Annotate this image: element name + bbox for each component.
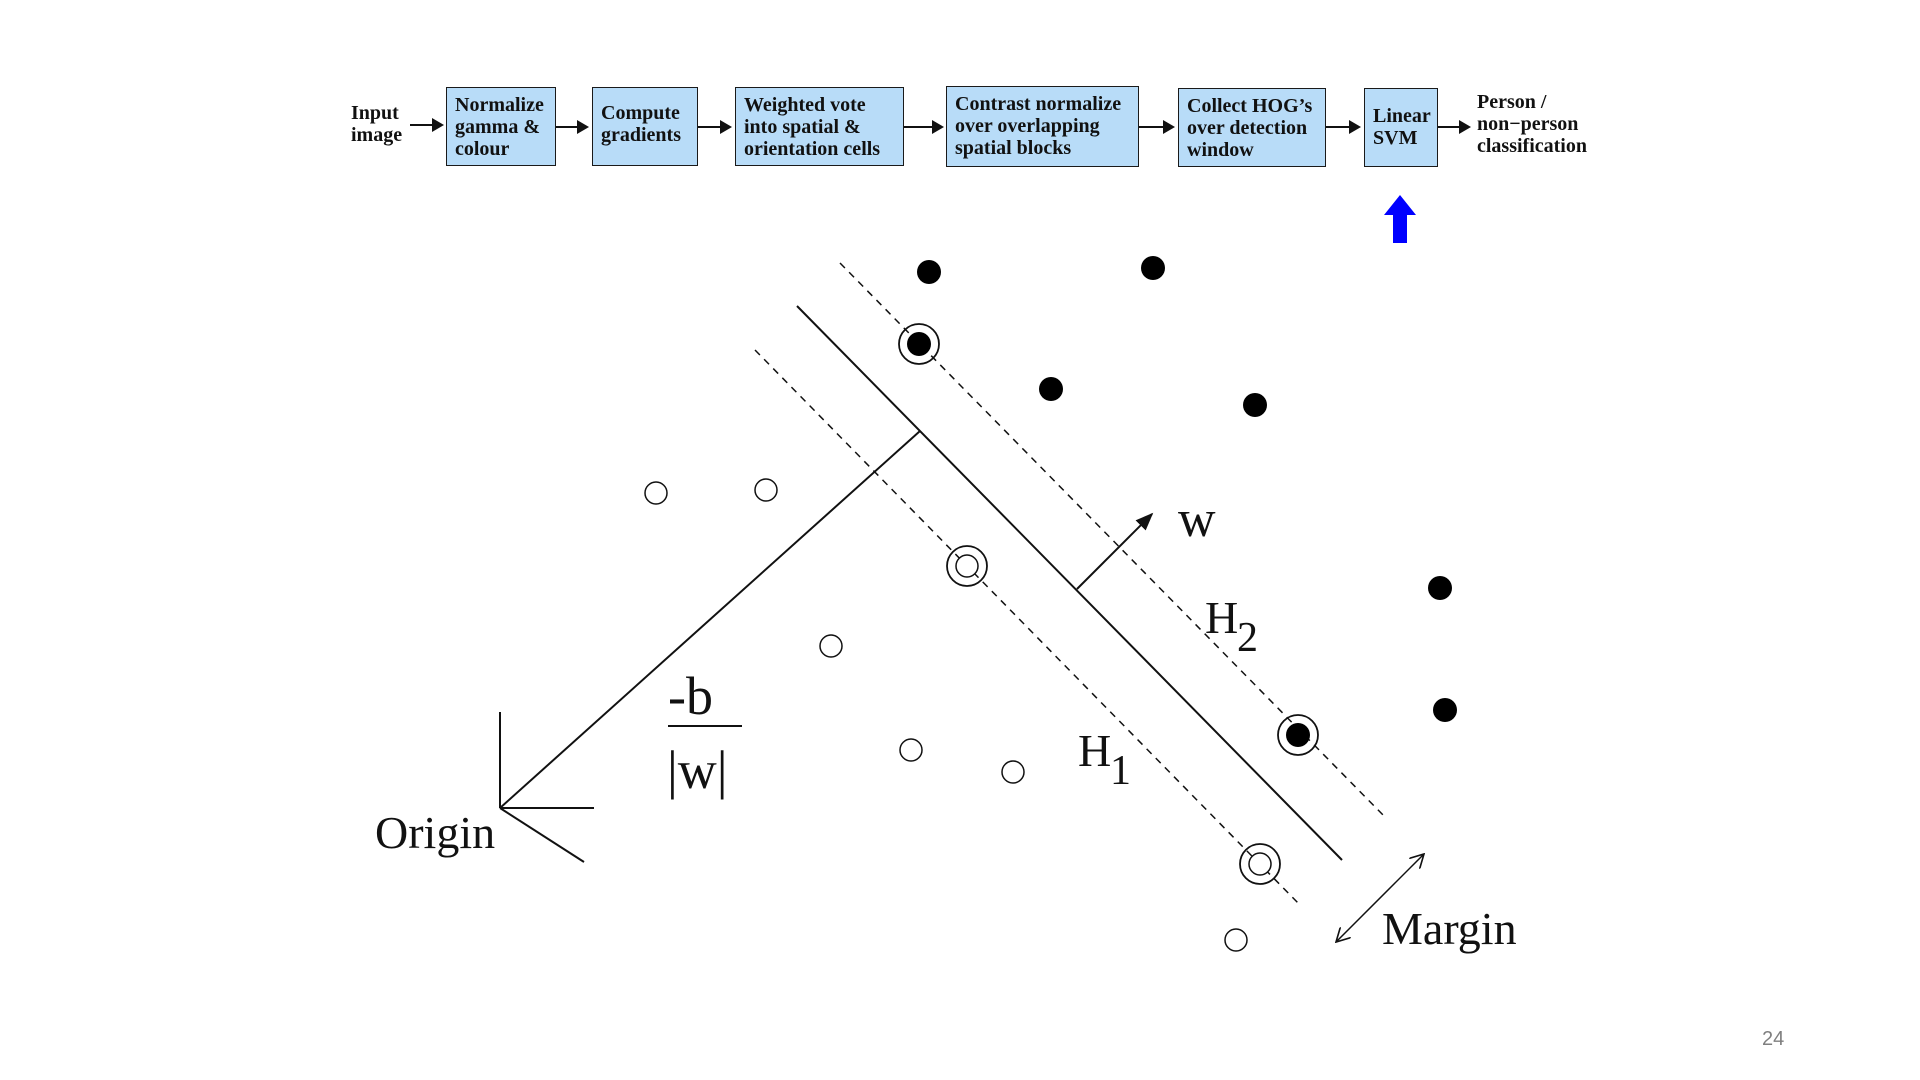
page-number: 24 <box>1762 1028 1785 1050</box>
arrow-right-icon <box>1438 120 1471 134</box>
distance-line <box>499 430 921 809</box>
distance-denominator: |w| <box>667 740 728 800</box>
hog-pipeline: Input image Normalize gamma & colour Com… <box>0 0 1920 243</box>
arrow-right-icon <box>1139 120 1175 134</box>
positive-point <box>1039 377 1063 401</box>
support-vector-ring <box>898 323 940 365</box>
arrow-right-icon <box>698 120 732 134</box>
origin-axis-diagonal <box>499 807 585 863</box>
h1-label: H <box>1078 725 1111 776</box>
arrow-right-icon <box>1326 120 1361 134</box>
positive-support-vector <box>907 332 931 356</box>
arrow-right-icon <box>556 120 589 134</box>
pipeline-step-collect-hog: Collect HOG’s over detection window <box>1178 88 1326 167</box>
negative-point <box>1224 928 1248 952</box>
arrow-right-icon <box>904 120 944 134</box>
w-label: w <box>1178 491 1216 548</box>
positive-point <box>1428 576 1452 600</box>
margin-label: Margin <box>1382 903 1517 954</box>
negative-support-vector <box>955 554 979 578</box>
arrow-right-icon <box>410 118 444 132</box>
negative-point <box>1001 760 1025 784</box>
pipeline-output-label: Person / non−person classification <box>1477 91 1587 157</box>
pipeline-step-gradients: Compute gradients <box>592 87 698 166</box>
negative-point <box>899 738 923 762</box>
h1-subscript: 1 <box>1110 748 1131 794</box>
positive-support-vector <box>1286 723 1310 747</box>
positive-point <box>1433 698 1457 722</box>
positive-point <box>1141 256 1165 280</box>
pipeline-step-linear-svm: Linear SVM <box>1364 88 1438 167</box>
pipeline-step-weighted-vote: Weighted vote into spatial & orientation… <box>735 87 904 166</box>
support-vector-ring <box>1239 843 1281 885</box>
negative-point <box>819 634 843 658</box>
origin-label: Origin <box>375 807 495 858</box>
positive-point <box>1243 393 1267 417</box>
hyperplane <box>796 305 1343 861</box>
pipeline-step-normalize: Normalize gamma & colour <box>446 87 556 166</box>
h2-subscript: 2 <box>1237 615 1258 661</box>
pipeline-step-contrast-normalize: Contrast normalize over overlapping spat… <box>946 86 1139 167</box>
support-vector-ring <box>946 545 988 587</box>
positive-point <box>917 260 941 284</box>
support-vector-ring <box>1277 714 1319 756</box>
negative-point <box>644 481 668 505</box>
negative-point <box>754 478 778 502</box>
margin-arrow <box>1336 854 1424 942</box>
h2-label: H <box>1205 592 1238 643</box>
negative-support-vector <box>1248 852 1272 876</box>
pipeline-input-label: Input image <box>351 102 403 146</box>
distance-numerator: -b <box>668 666 713 726</box>
normal-vector-w <box>1076 512 1154 590</box>
arrow-up-icon <box>1384 195 1416 243</box>
